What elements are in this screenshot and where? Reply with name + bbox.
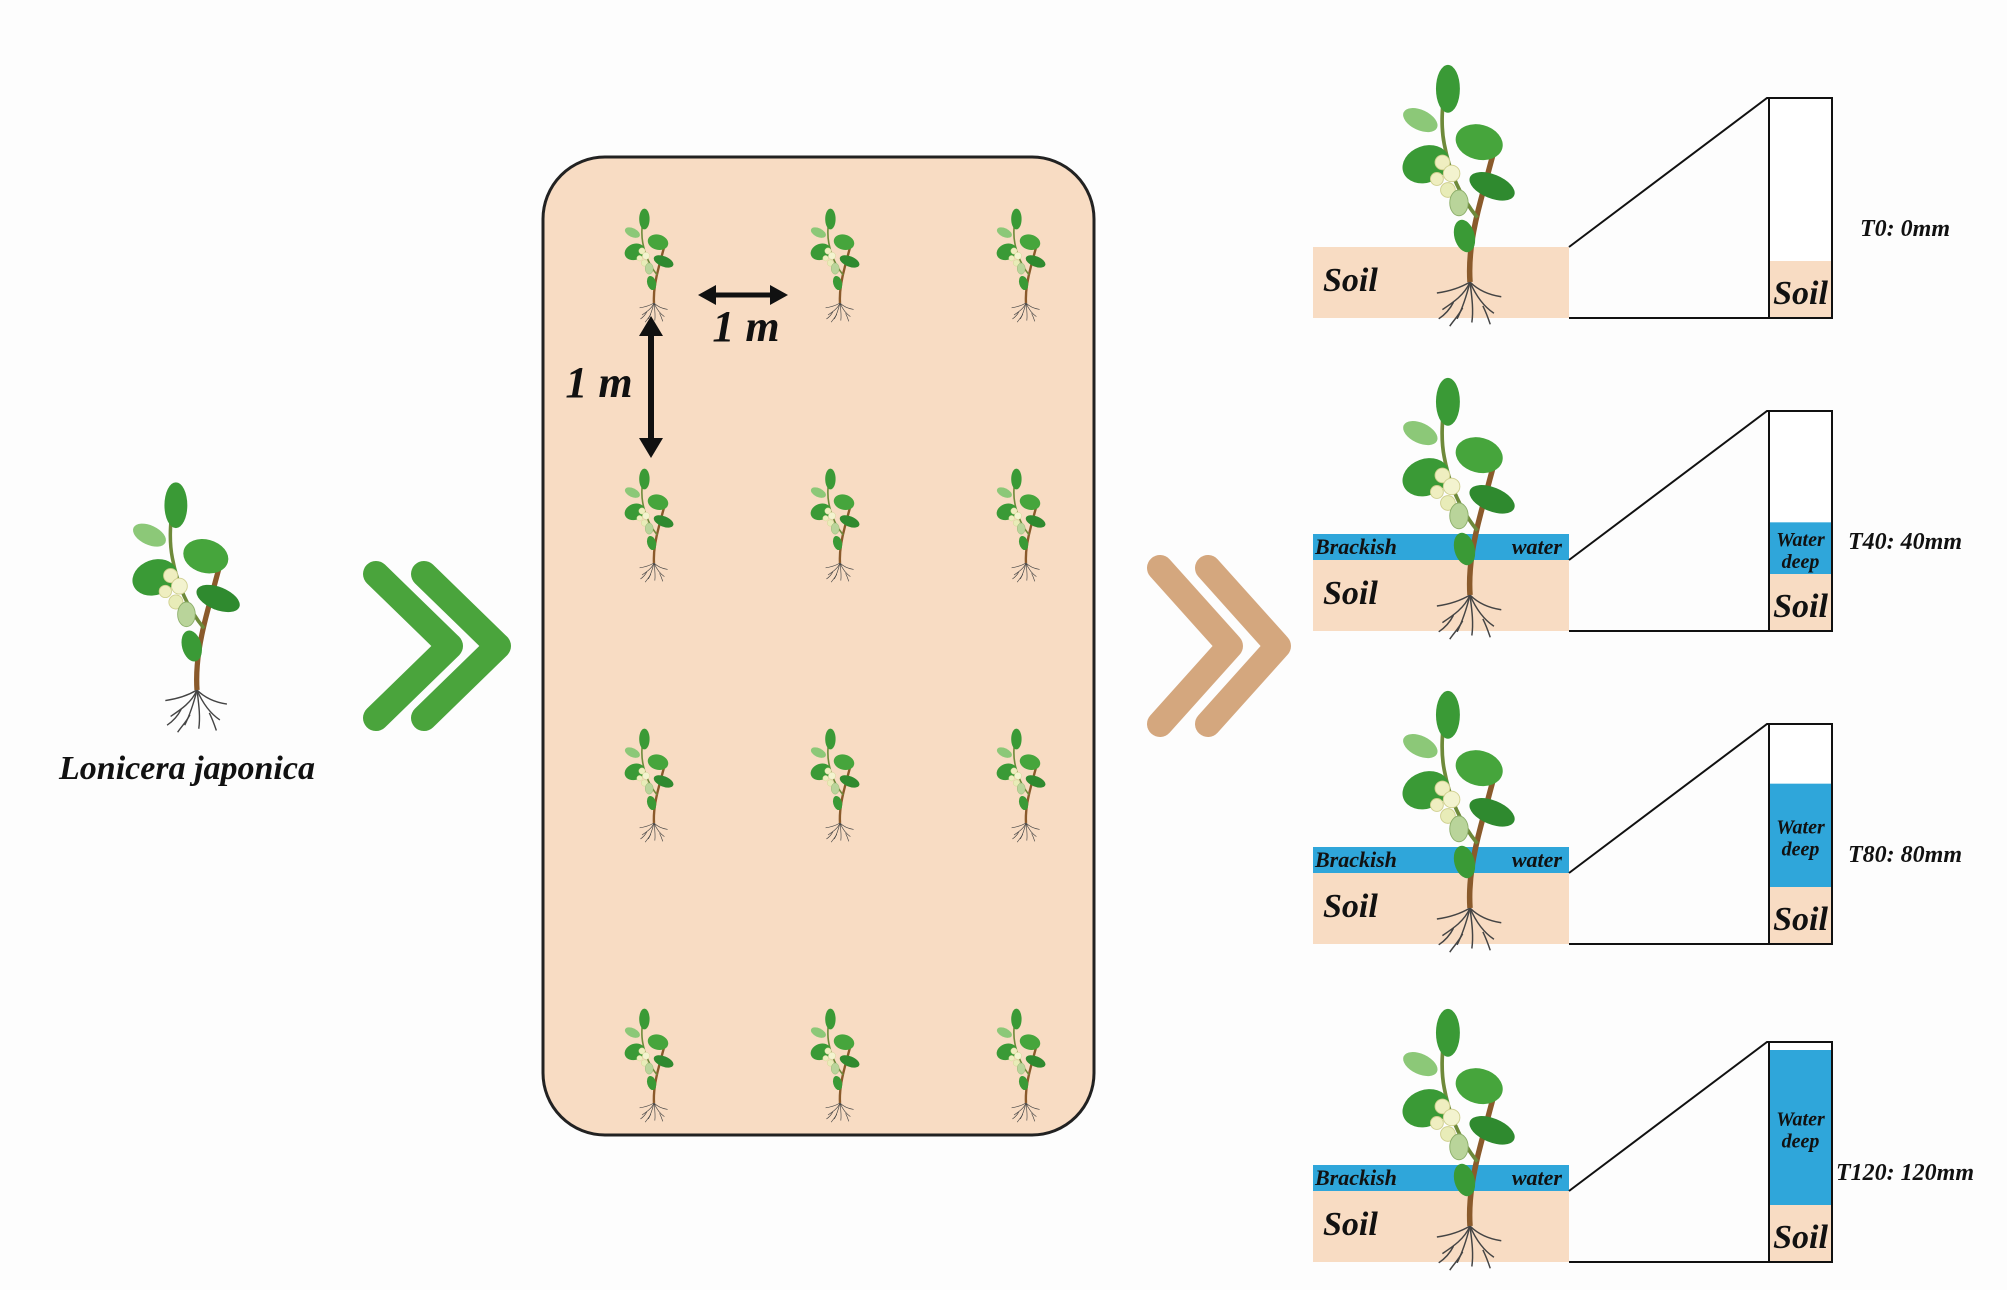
brackish-water-band <box>1313 847 1569 873</box>
brackish-label: Brackish <box>1314 534 1397 559</box>
depth-column-soil <box>1770 574 1831 630</box>
water-deep-label: Water <box>1776 1109 1825 1131</box>
depth-column-water <box>1770 522 1831 574</box>
depth-column-soil-label: Soil <box>1773 1219 1828 1256</box>
soil-label: Soil <box>1323 1206 1378 1243</box>
chevron-tan-icon <box>1147 555 1291 737</box>
depth-column-soil <box>1770 261 1831 317</box>
soil-label: Soil <box>1323 888 1378 925</box>
horizontal-spacing-label: 1 m <box>712 302 779 351</box>
vertical-spacing-arrow-icon <box>639 316 663 458</box>
treatment-label: T80: 80mm <box>1848 842 1962 868</box>
soil-label: Soil <box>1323 262 1378 299</box>
brackish-water-band <box>1313 534 1569 560</box>
depth-column-soil-label: Soil <box>1773 588 1828 625</box>
water-deep-label: deep <box>1782 551 1820 573</box>
treatment-label: T0: 0mm <box>1860 216 1950 242</box>
depth-column-soil-label: Soil <box>1773 901 1828 938</box>
brackish-water-label: water <box>1512 847 1563 872</box>
brackish-label: Brackish <box>1314 1165 1397 1190</box>
treatment-label: T40: 40mm <box>1848 529 1962 555</box>
vertical-spacing-label: 1 m <box>565 358 632 407</box>
depth-column-soil-label: Soil <box>1773 275 1828 312</box>
brackish-label: Brackish <box>1314 847 1397 872</box>
water-deep-label: deep <box>1782 1131 1820 1153</box>
planting-plot <box>541 155 1096 1137</box>
horizontal-spacing-arrow-icon <box>698 285 788 305</box>
brackish-water-band <box>1313 1165 1569 1191</box>
water-deep-label: Water <box>1776 529 1825 551</box>
brackish-water-label: water <box>1512 1165 1563 1190</box>
treatment-T0: Soil Soil T0: 0mm <box>1313 65 1950 326</box>
depth-column-soil <box>1770 887 1831 943</box>
chevron-green-icon <box>363 561 511 731</box>
soil-strip <box>1313 247 1569 318</box>
depth-column-soil <box>1770 1205 1831 1261</box>
soil-strip <box>1313 873 1569 944</box>
depth-column-water <box>1770 783 1831 887</box>
source-plant <box>127 482 243 732</box>
water-deep-label: Water <box>1776 816 1825 838</box>
brackish-water-label: water <box>1512 534 1563 559</box>
water-deep-label: deep <box>1782 838 1820 860</box>
species-label: Lonicera japonica <box>58 750 315 787</box>
soil-strip <box>1313 560 1569 631</box>
depth-column-water <box>1770 1050 1831 1205</box>
soil-label: Soil <box>1323 575 1378 612</box>
soil-strip <box>1313 1191 1569 1262</box>
treatment-label: T120: 120mm <box>1836 1160 1974 1186</box>
